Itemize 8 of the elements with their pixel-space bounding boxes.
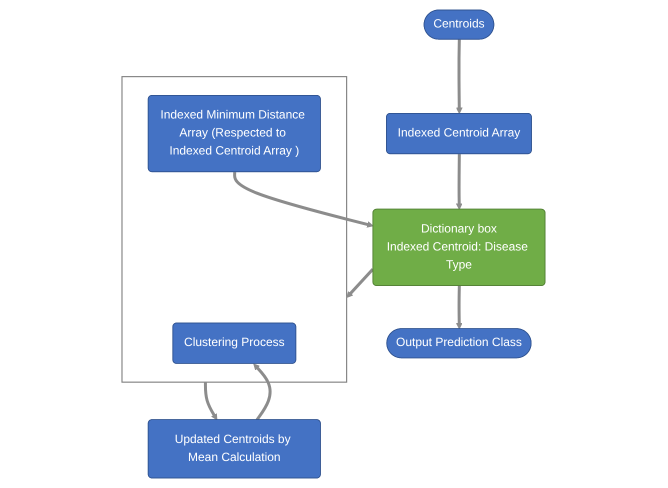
arrow xyxy=(254,364,272,421)
cluster xyxy=(122,76,348,383)
arrow xyxy=(346,268,374,298)
arrow xyxy=(234,172,374,228)
arrow xyxy=(456,154,463,210)
arrow xyxy=(456,286,463,330)
arrow xyxy=(456,40,464,114)
arrow xyxy=(204,382,218,420)
